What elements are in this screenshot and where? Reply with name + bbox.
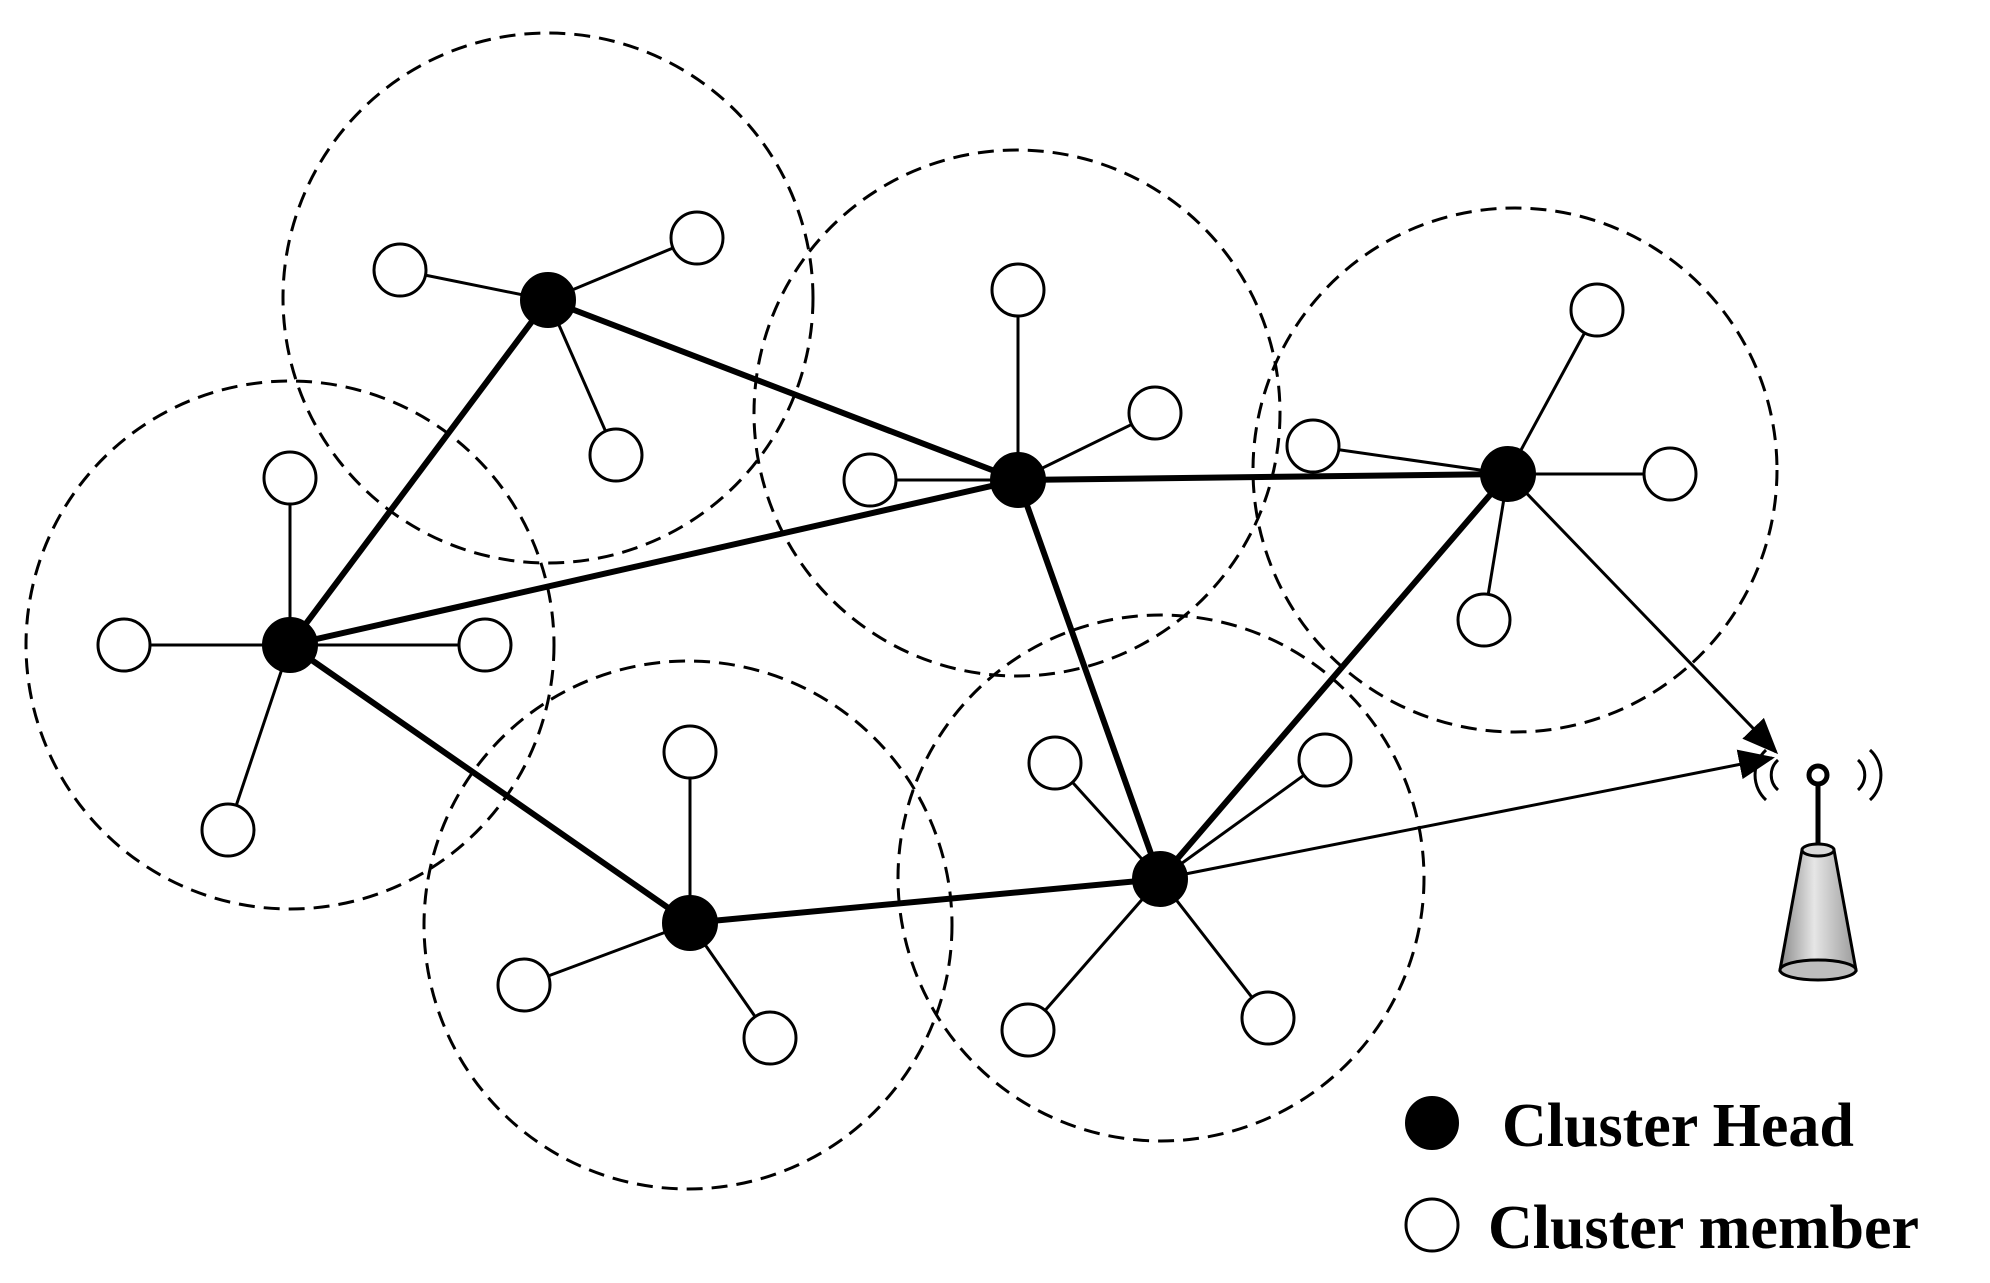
cluster-member-node [96, 617, 152, 673]
cluster-head-node [1480, 446, 1536, 502]
backbone-link [1157, 472, 1511, 881]
cluster-member-node [990, 262, 1046, 318]
sink-links [1159, 472, 1779, 881]
cluster-head-node [520, 272, 576, 328]
backbone-link [289, 477, 1019, 648]
arrow-to-base-station [1159, 749, 1775, 881]
legend-head-label: Cluster Head [1502, 1092, 1854, 1160]
arrow-to-base-station [1506, 472, 1779, 755]
member-link [1506, 309, 1599, 475]
backbone-link [1017, 471, 1509, 483]
cluster-member-node [1456, 592, 1512, 648]
member-link [226, 644, 292, 831]
cluster-member-node [457, 617, 513, 673]
antenna-tower-icon [1753, 748, 1883, 982]
cluster-member-node [200, 802, 256, 858]
legend-member-label: Cluster member [1488, 1194, 1919, 1262]
cluster-head-node [1132, 851, 1188, 907]
member-link [1159, 758, 1326, 881]
legend-head-symbol [1405, 1096, 1459, 1150]
member-link [1026, 878, 1162, 1031]
cluster-boundary-2 [752, 148, 1282, 678]
cluster-member-node [1297, 732, 1353, 788]
cluster-head-node [262, 617, 318, 673]
cluster-member-node [842, 452, 898, 508]
cluster-member-node [262, 450, 318, 506]
cluster-head-node [662, 895, 718, 951]
cluster-boundary-1 [281, 31, 815, 565]
cluster-member-node [1285, 418, 1341, 474]
cluster-member-node [372, 242, 428, 298]
cluster-member-node [1569, 282, 1625, 338]
backbone-links [287, 297, 1511, 926]
member-links [124, 236, 1670, 1039]
cluster-boundaries [24, 31, 1779, 1191]
cluster-member-node [588, 427, 644, 483]
cluster-member-node [1642, 446, 1698, 502]
cluster-boundary-4 [24, 379, 556, 911]
cluster-member-node [669, 210, 725, 266]
cluster-member-node [662, 724, 718, 780]
cluster-member-node [1027, 735, 1083, 791]
cluster-member-node [496, 957, 552, 1013]
backbone-link [1015, 478, 1163, 881]
legend-member-symbol [1404, 1197, 1460, 1253]
member-link [546, 299, 618, 456]
cluster-boundary-5 [422, 659, 954, 1191]
backbone-link [689, 876, 1161, 926]
backbone-link [287, 298, 551, 647]
cluster-member-node [1240, 990, 1296, 1046]
cluster-head-node [990, 452, 1046, 508]
backbone-link [546, 297, 1020, 483]
cluster-members [96, 210, 1698, 1066]
cluster-member-node [1000, 1002, 1056, 1058]
cluster-heads [262, 272, 1536, 951]
member-link [1312, 444, 1509, 476]
member-link [1158, 878, 1270, 1019]
backbone-link [288, 642, 692, 926]
cluster-boundary-6 [896, 613, 1426, 1143]
legend: Cluster Head Cluster member [1404, 1092, 1919, 1262]
cluster-member-node [1127, 385, 1183, 441]
cluster-member-node [742, 1010, 798, 1066]
member-link [523, 921, 691, 987]
cluster-boundary-3 [1251, 206, 1779, 734]
